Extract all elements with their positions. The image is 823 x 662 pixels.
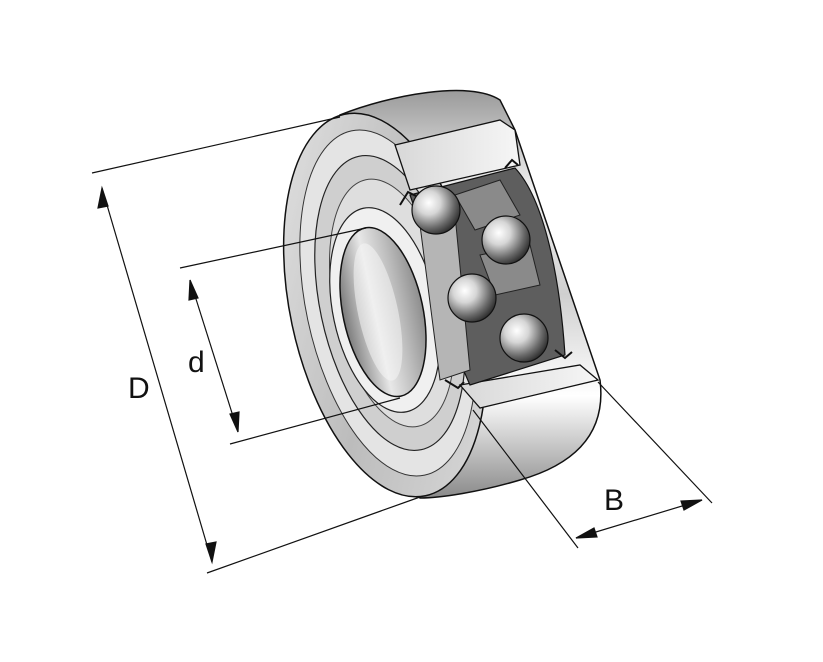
cutaway-top	[394, 119, 521, 191]
ball-3	[447, 273, 497, 323]
ball-1	[411, 185, 461, 235]
label-B: B	[604, 484, 624, 517]
seal-clip-bottom	[444, 379, 465, 390]
ball-2	[481, 215, 531, 265]
ball-4	[499, 313, 549, 363]
dimension-d	[179, 227, 401, 445]
label-D: D	[128, 372, 150, 405]
label-d: d	[188, 346, 205, 379]
dimension-D	[91, 116, 421, 574]
dimension-B	[472, 381, 713, 549]
seal-clip-top	[399, 190, 417, 206]
seal-clip-bottom-right	[554, 349, 573, 360]
cutaway-bottom	[458, 364, 600, 409]
bore-highlight	[353, 243, 403, 381]
seal-clip-top-right	[504, 158, 519, 169]
